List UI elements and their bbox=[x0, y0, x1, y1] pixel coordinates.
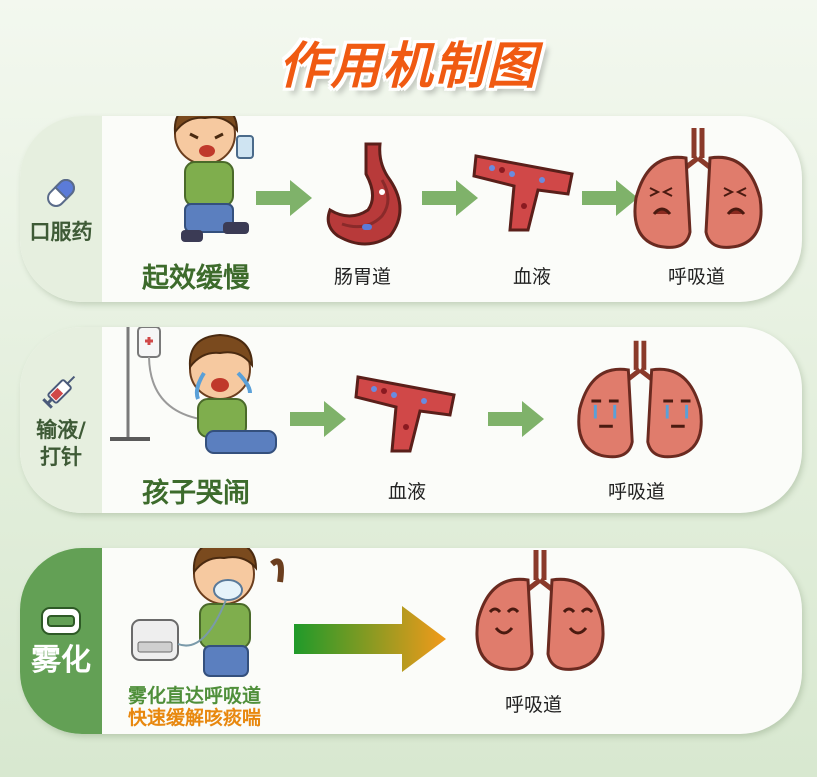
nebulization-label: 雾化 bbox=[31, 643, 91, 678]
nebulization-caption: 雾化直达呼吸道 快速缓解咳痰喘 bbox=[128, 685, 261, 729]
blood-vessel-illustration bbox=[472, 154, 574, 232]
arrow-right-icon bbox=[582, 180, 638, 216]
arrow-right-icon bbox=[290, 401, 346, 437]
arrow-right-icon bbox=[256, 180, 312, 216]
oral-medicine-panel: 口服药 起效缓慢 肠胃道 血液 bbox=[20, 116, 802, 302]
stage-label-respiratory-tract: 呼吸道 bbox=[505, 694, 563, 716]
nebulization-caption-line1: 雾化直达呼吸道 bbox=[128, 685, 262, 707]
oral-medicine-label: 口服药 bbox=[29, 219, 93, 244]
stage-label-blood: 血液 bbox=[513, 266, 552, 288]
infusion-sidebar: 输液/ 打针 bbox=[20, 327, 102, 513]
stage-label-respiratory-tract: 呼吸道 bbox=[668, 266, 726, 288]
stage-label-respiratory-tract: 呼吸道 bbox=[608, 481, 666, 503]
nebulization-panel: 雾化 雾化直达呼吸道 快速缓解咳痰喘 呼吸道 bbox=[20, 548, 802, 734]
arrow-right-icon bbox=[422, 180, 478, 216]
oral-medicine-caption: 起效缓慢 bbox=[142, 263, 250, 294]
nebulizer-icon bbox=[41, 607, 81, 635]
crying-boy-iv-illustration bbox=[110, 327, 277, 454]
stomach-illustration bbox=[326, 142, 402, 246]
arrow-right-icon bbox=[488, 401, 544, 437]
pill-icon bbox=[47, 178, 75, 207]
stage-label-blood: 血液 bbox=[388, 481, 427, 503]
syringe-icon bbox=[42, 375, 76, 409]
lungs-crying-illustration bbox=[577, 340, 703, 459]
infusion-panel: 输液/ 打针 孩子哭闹 血液 呼吸道 bbox=[20, 327, 802, 513]
lungs-sad-illustration bbox=[633, 128, 763, 249]
infusion-label-line1: 输液/ bbox=[36, 418, 86, 442]
nebulization-sidebar: 雾化 bbox=[20, 548, 102, 734]
infusion-label-line2: 打针 bbox=[39, 445, 82, 469]
stage-label-gi-tract: 肠胃道 bbox=[334, 266, 392, 288]
page-title: 作用机制图 bbox=[278, 37, 539, 95]
infusion-label: 输液/ 打针 bbox=[36, 417, 86, 471]
boy-nebulizer-illustration bbox=[131, 548, 284, 677]
boy-taking-medicine-illustration bbox=[173, 116, 254, 242]
gradient-arrow-icon bbox=[294, 606, 446, 672]
blood-vessel-illustration bbox=[354, 375, 456, 453]
nebulization-caption-line2: 快速缓解咳痰喘 bbox=[128, 707, 262, 729]
infusion-caption: 孩子哭闹 bbox=[142, 478, 250, 509]
oral-medicine-sidebar: 口服药 bbox=[20, 116, 102, 302]
lungs-happy-illustration bbox=[475, 550, 605, 671]
